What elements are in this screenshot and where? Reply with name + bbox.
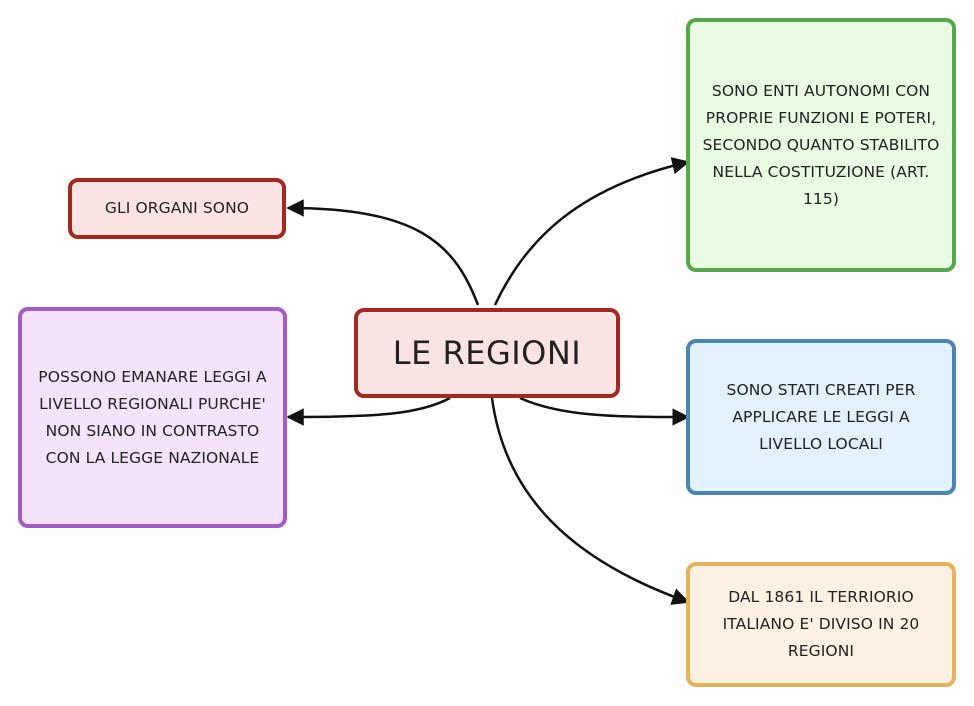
node-enti[interactable]: SONO ENTI AUTONOMI CON PROPRIE FUNZIONI … xyxy=(686,18,956,272)
connector-to-leggi xyxy=(286,396,451,426)
node-organi-label: GLI ORGANI SONO xyxy=(104,199,250,217)
node-leggi-label: POSSONO EMANARE LEGGI A LIVELLO REGIONAL… xyxy=(38,367,267,467)
node-dal-label: DAL 1861 IL TERRIORIO ITALIANO E' DIVISO… xyxy=(722,588,920,660)
connector-to-enti xyxy=(493,157,690,306)
central-node-label: LE REGIONI xyxy=(392,334,582,372)
connector-to-organi xyxy=(286,199,480,306)
node-stati-label: SONO STATI CREATI PER APPLICARE LE LEGGI… xyxy=(726,380,916,453)
node-dal[interactable]: DAL 1861 IL TERRIORIO ITALIANO E' DIVISO… xyxy=(686,562,956,687)
connector-to-dal xyxy=(490,397,690,605)
node-enti-label: SONO ENTI AUTONOMI CON PROPRIE FUNZIONI … xyxy=(702,81,940,208)
node-organi[interactable]: GLI ORGANI SONO xyxy=(68,178,286,239)
node-stati[interactable]: SONO STATI CREATI PER APPLICARE LE LEGGI… xyxy=(686,339,956,495)
connector-to-stati xyxy=(519,396,690,426)
central-node[interactable]: LE REGIONI xyxy=(354,308,620,398)
node-leggi[interactable]: POSSONO EMANARE LEGGI A LIVELLO REGIONAL… xyxy=(18,307,287,528)
